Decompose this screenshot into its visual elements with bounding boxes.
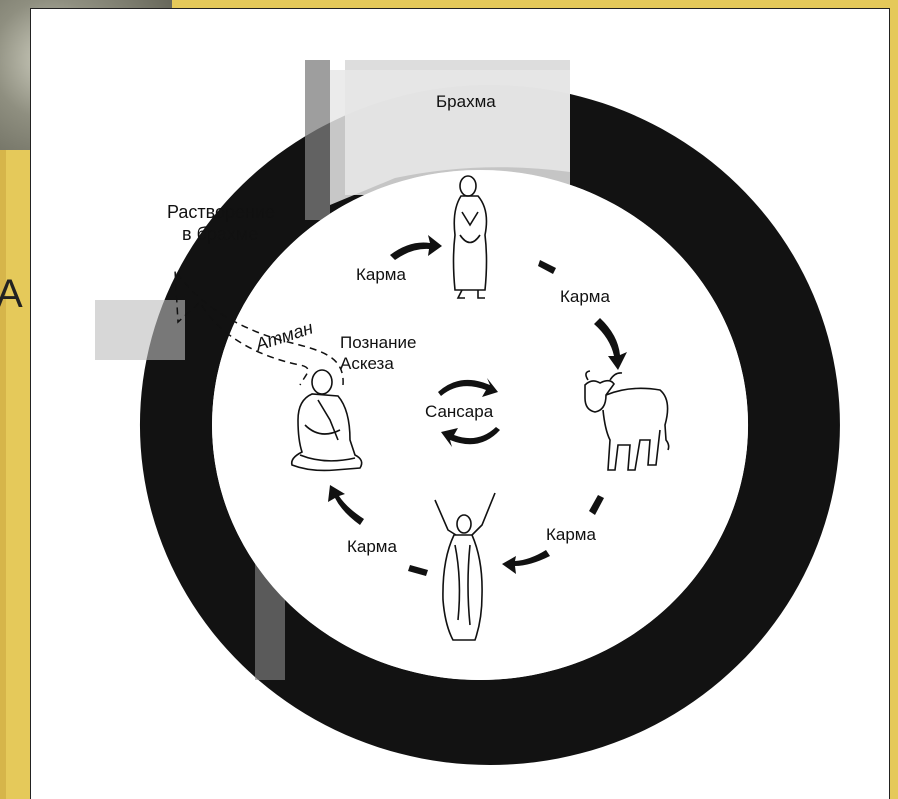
knowledge-label: Познание bbox=[340, 333, 416, 352]
karma-top-right-label: Карма bbox=[560, 287, 610, 306]
dissolution-label-line2: в брахме bbox=[182, 224, 258, 244]
ring-stripe-left bbox=[95, 300, 185, 360]
inner-disc bbox=[212, 170, 748, 680]
karma-bottom-right-label: Карма bbox=[546, 525, 596, 544]
brahma-label: Брахма bbox=[436, 92, 496, 111]
karma-top-left-label: Карма bbox=[356, 265, 406, 284]
samsara-label: Сансара bbox=[425, 402, 494, 421]
dissolution-label-line1: Растворение bbox=[167, 202, 275, 222]
karma-bottom-left-label: Карма bbox=[347, 537, 397, 556]
asceticism-label: Аскеза bbox=[340, 354, 394, 373]
ring-stripe-top-left bbox=[305, 60, 330, 220]
